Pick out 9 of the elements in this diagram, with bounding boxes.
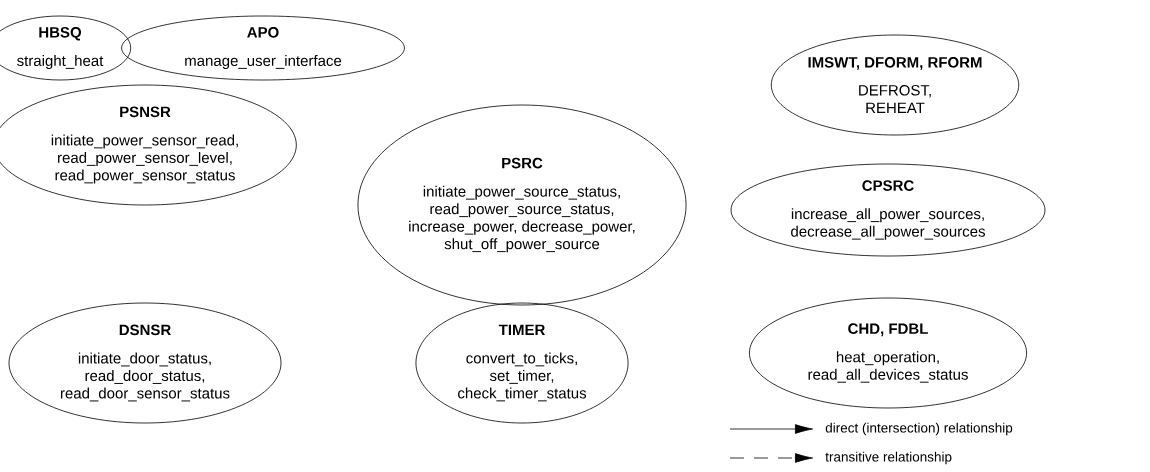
ellipse-node: PSRC initiate_power_source_status, read_power_source_status, increase_power, decrease_power, shut_off_power_source	[357, 104, 687, 306]
legend-text: transitive relationship	[825, 451, 952, 465]
ellipse-node: CHD, FDBL heat_operation, read_all_devices_status	[749, 297, 1027, 409]
ellipse-node: APO manage_user_interface	[121, 15, 405, 81]
ellipse-node: CPSRC increase_all_power_sources, decrease_all_power_sources	[730, 163, 1046, 257]
legend-text: direct (intersection) relationship	[825, 422, 1013, 436]
ellipse-node: DSNSR initiate_door_status, read_door_status, read_door_sensor_status	[8, 302, 282, 424]
ellipse-node: IMSWT, DFORM, RFORM DEFROST, REHEAT	[770, 34, 1020, 136]
ellipse-node: TIMER convert_to_ticks, set_timer, check_timer_status	[415, 302, 629, 424]
